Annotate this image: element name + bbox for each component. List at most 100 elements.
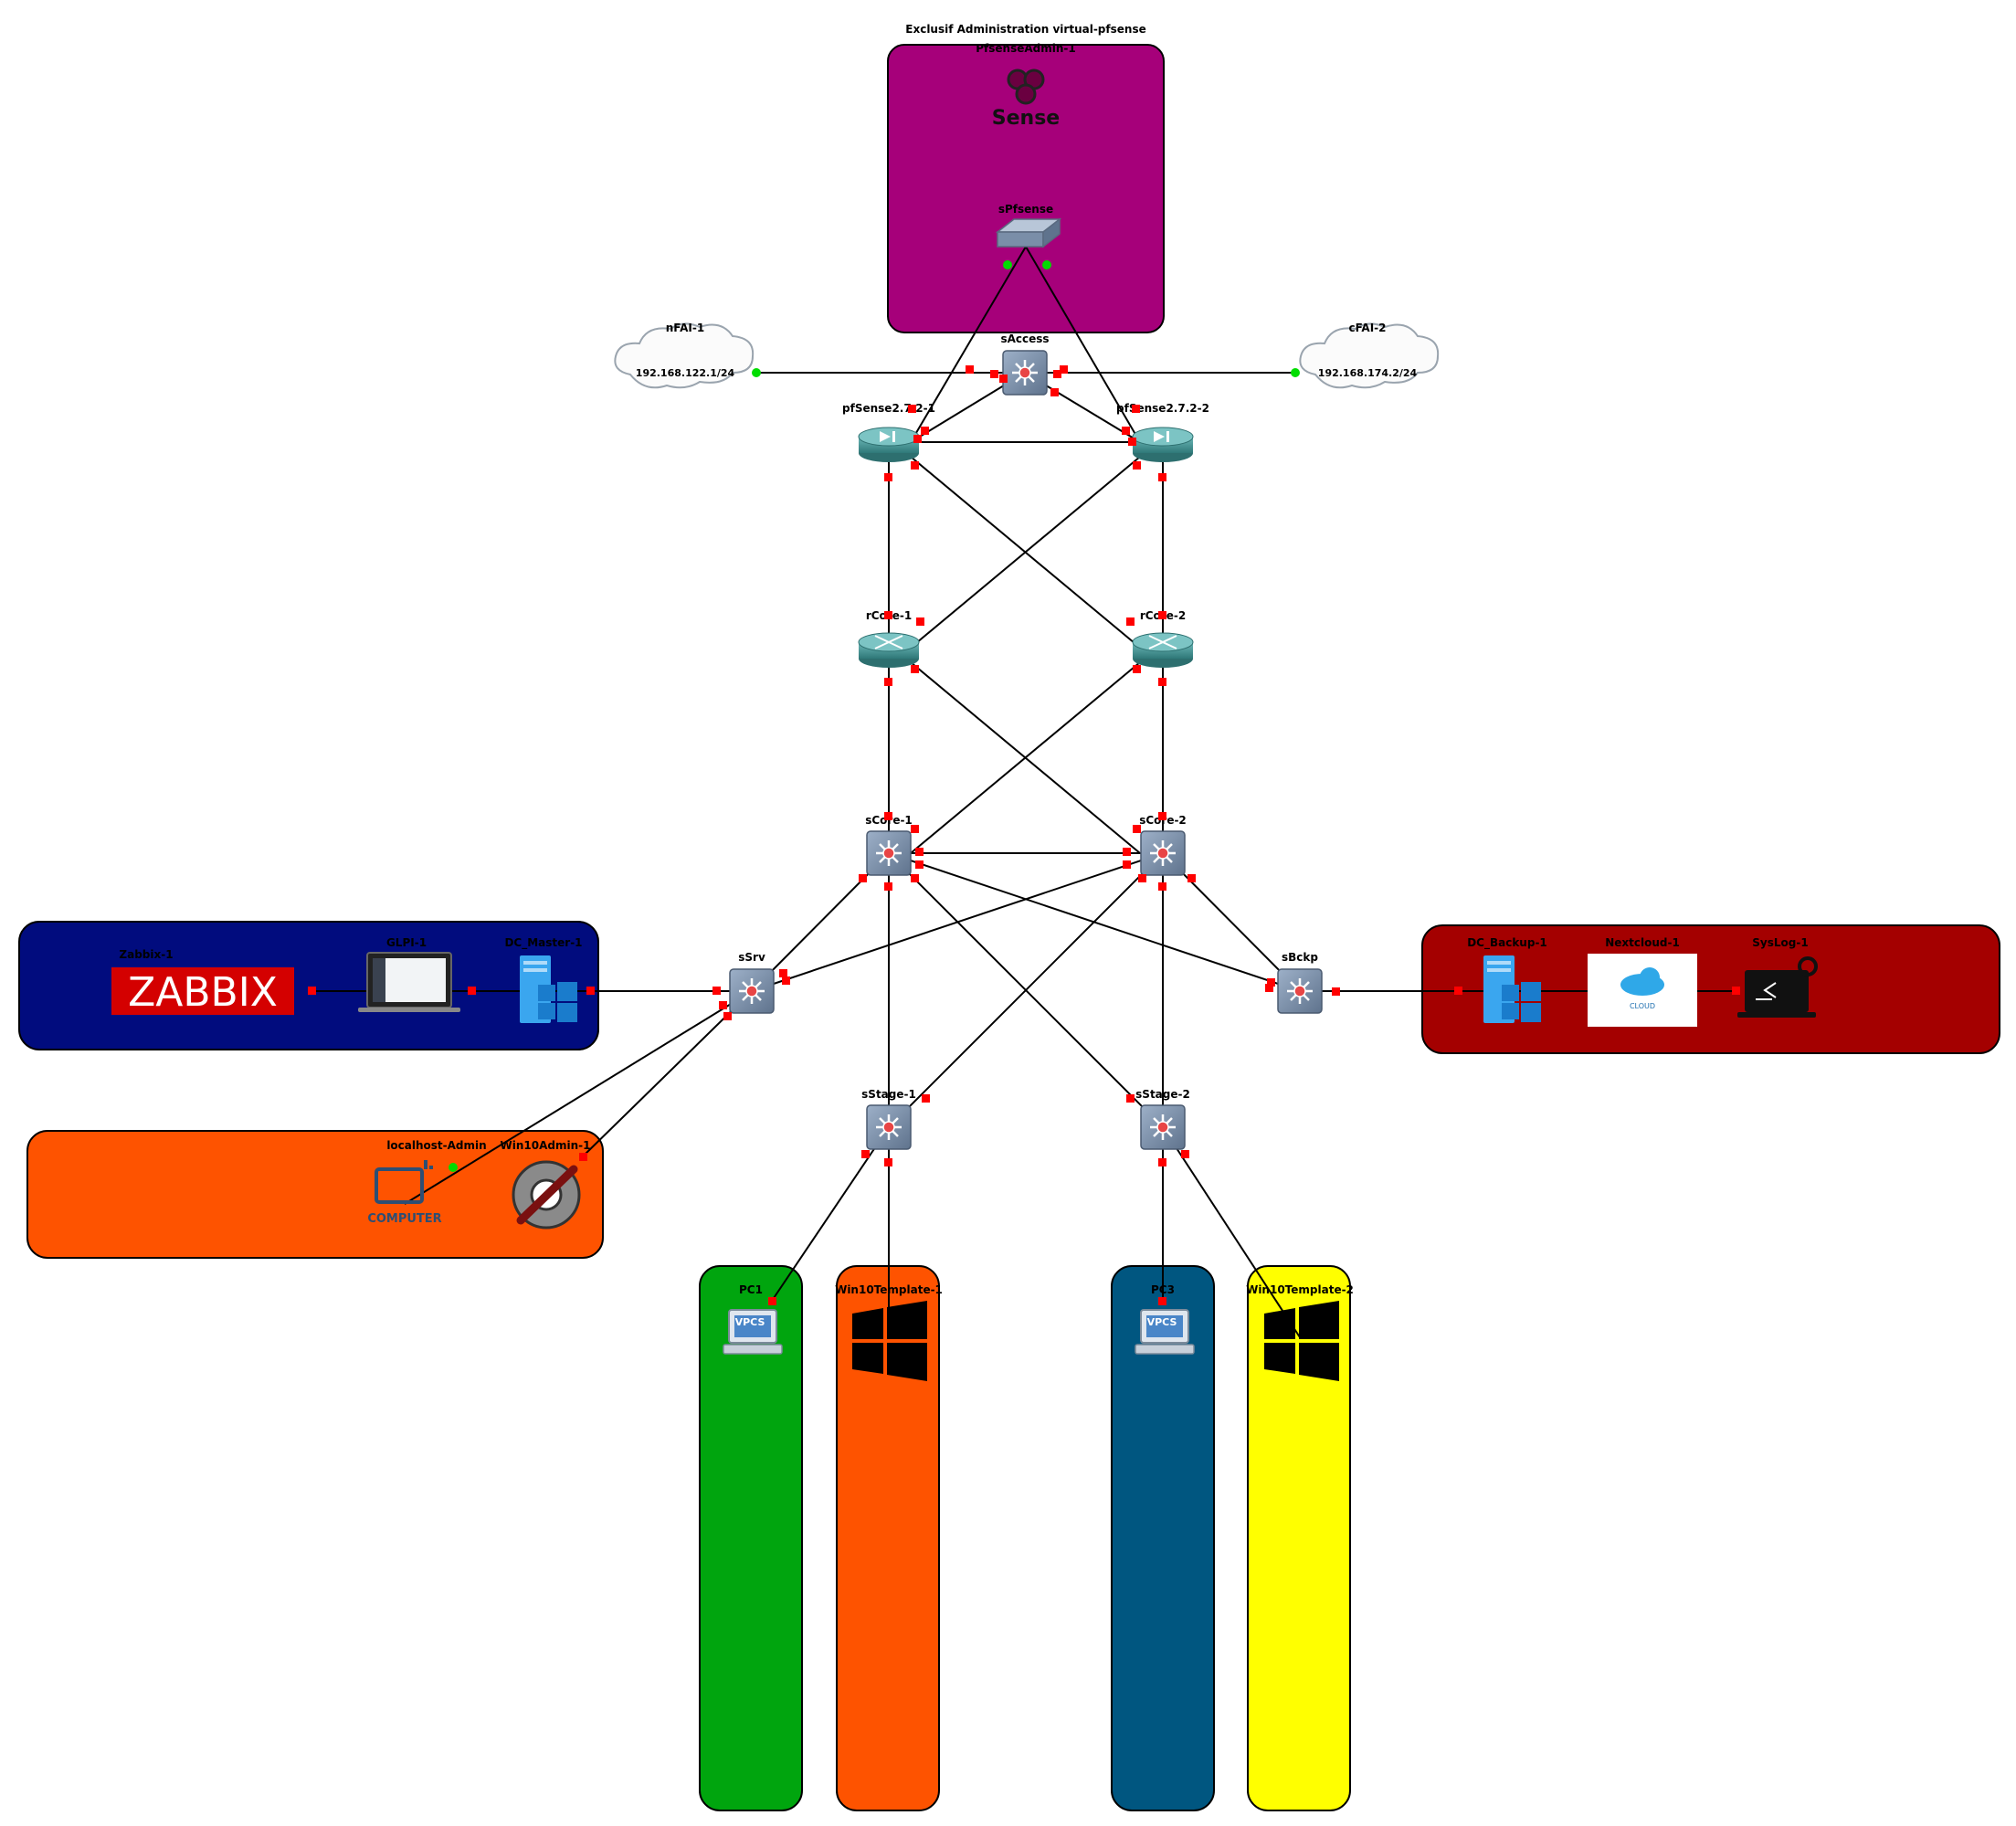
- port-down-marker: [1053, 370, 1061, 378]
- port-down-marker: [1126, 1094, 1135, 1103]
- port-down-marker: [1267, 978, 1275, 987]
- pf2-firewall-icon[interactable]: [1132, 427, 1194, 463]
- port-down-marker: [915, 860, 924, 869]
- zabbix-logo-text: ZABBIX: [128, 969, 278, 1016]
- glpi-laptop-icon[interactable]: [358, 952, 460, 1012]
- link-pf2-rcore1[interactable]: [910, 456, 1141, 649]
- zabbix-label: Zabbix-1: [119, 948, 173, 961]
- port-down-marker: [1732, 987, 1740, 995]
- link-spfsense-pf1[interactable]: [910, 246, 1027, 443]
- sstage1-switch-icon[interactable]: [865, 1103, 913, 1151]
- win10t2-label: Win10Template-2: [1246, 1283, 1354, 1296]
- win10t1-label: Win10Template-1: [835, 1283, 943, 1296]
- port-down-marker: [922, 1094, 930, 1103]
- port-up-marker: [1042, 260, 1051, 269]
- ssrv-switch-icon[interactable]: [728, 967, 776, 1015]
- saccess-switch-icon[interactable]: [1001, 349, 1049, 396]
- port-down-marker: [1133, 461, 1141, 470]
- saccess-label: sAccess: [1000, 332, 1049, 345]
- rcore1-router-icon[interactable]: [858, 632, 920, 669]
- cfai-ip: 192.168.174.2/24: [1318, 367, 1418, 379]
- computer-text: COMPUTER: [367, 1212, 441, 1226]
- link-spfsense-pf2[interactable]: [1025, 246, 1141, 443]
- win10admin-label: Win10Admin-1: [501, 1139, 591, 1152]
- zabbix-logo-icon[interactable]: ZABBIX: [111, 967, 294, 1016]
- port-down-marker: [911, 874, 919, 882]
- nfai-ip: 192.168.122.1/24: [636, 367, 735, 379]
- port-down-marker: [1181, 1150, 1189, 1158]
- port-down-marker: [1332, 987, 1340, 996]
- pf2-label: pfSense2.7.2-2: [1116, 402, 1209, 415]
- port-down-marker: [884, 611, 892, 619]
- score2-switch-icon[interactable]: [1139, 829, 1187, 877]
- spfsense-label: sPfsense: [998, 203, 1053, 216]
- pc3-vpcs-text: VPCS: [1147, 1316, 1177, 1328]
- sbckp-switch-icon[interactable]: [1276, 967, 1324, 1015]
- pc3-vpcs-icon[interactable]: VPCS: [1135, 1309, 1195, 1355]
- pfsense-admin-label: PfsenseAdmin-1: [976, 42, 1076, 55]
- port-down-marker: [1122, 427, 1130, 435]
- port-down-marker: [911, 665, 919, 673]
- syslog-laptop-icon[interactable]: [1737, 956, 1818, 1018]
- port-down-marker: [1158, 611, 1166, 619]
- port-up-marker: [752, 368, 761, 377]
- port-down-marker: [1126, 617, 1135, 626]
- port-down-marker: [1158, 1158, 1166, 1166]
- port-down-marker: [1123, 860, 1131, 869]
- nfai-cloud-icon[interactable]: [614, 322, 755, 389]
- port-down-marker: [884, 812, 892, 820]
- pfsense-admin-zone: [887, 44, 1165, 333]
- port-down-marker: [859, 874, 867, 882]
- link-rcore2-score1[interactable]: [910, 661, 1141, 854]
- link-sstage2-win10t2[interactable]: [1162, 1126, 1301, 1338]
- port-down-marker: [915, 848, 924, 856]
- port-down-marker: [768, 1297, 776, 1305]
- port-down-marker: [586, 987, 595, 995]
- dc-backup-label: DC_Backup-1: [1467, 936, 1547, 950]
- port-down-marker: [1158, 678, 1166, 686]
- pf1-firewall-icon[interactable]: [858, 427, 920, 463]
- nextcloud-cloud-icon[interactable]: CLOUD: [1588, 954, 1697, 1027]
- port-down-marker: [913, 435, 922, 443]
- nextcloud-label: Nextcloud-1: [1605, 936, 1680, 949]
- port-markers: [308, 260, 1740, 1305]
- score1-switch-icon[interactable]: [865, 829, 913, 877]
- port-down-marker: [723, 1012, 732, 1020]
- dc-master-label: DC_Master-1: [504, 936, 582, 950]
- link-ssrv-localhost[interactable]: [404, 990, 753, 1205]
- cfai-label: cFAI-2: [1348, 322, 1386, 334]
- ssrv-label: sSrv: [738, 951, 765, 964]
- port-down-marker: [990, 370, 998, 378]
- localhost-computer-icon[interactable]: COMPUTER: [367, 1160, 442, 1226]
- admin-zone: [26, 1130, 604, 1259]
- rcore2-router-icon[interactable]: [1132, 632, 1194, 669]
- port-down-marker: [1187, 874, 1196, 882]
- sstage2-switch-icon[interactable]: [1139, 1103, 1187, 1151]
- port-down-marker: [779, 969, 787, 977]
- port-down-marker: [884, 1158, 892, 1166]
- sstage2-label: sStage-2: [1135, 1088, 1190, 1101]
- port-down-marker: [911, 825, 919, 833]
- link-score2-sstage1[interactable]: [888, 852, 1164, 1128]
- port-down-marker: [884, 473, 892, 481]
- port-down-marker: [1265, 984, 1273, 992]
- port-down-marker: [966, 365, 974, 374]
- pc1-vpcs-text: VPCS: [735, 1316, 765, 1328]
- port-up-marker: [1003, 260, 1012, 269]
- port-down-marker: [1060, 365, 1068, 374]
- links: [312, 246, 1739, 1338]
- spfsense-switch-icon[interactable]: [995, 217, 1062, 248]
- port-down-marker: [1158, 812, 1166, 820]
- link-score2-sbckp[interactable]: [1162, 852, 1301, 992]
- win10admin-tools-icon[interactable]: [512, 1160, 581, 1230]
- port-down-marker: [468, 987, 476, 995]
- sstage1-label: sStage-1: [861, 1088, 916, 1101]
- pfsense-logo-icon[interactable]: Sense: [992, 69, 1060, 130]
- nfai-label: nFAI-1: [666, 322, 704, 334]
- cfai-cloud-icon[interactable]: [1299, 322, 1440, 389]
- pc1-vpcs-icon[interactable]: VPCS: [723, 1309, 783, 1355]
- pc1-label: PC1: [739, 1283, 763, 1296]
- pc3-label: PC3: [1151, 1283, 1175, 1296]
- backup-zone: [1421, 924, 2000, 1054]
